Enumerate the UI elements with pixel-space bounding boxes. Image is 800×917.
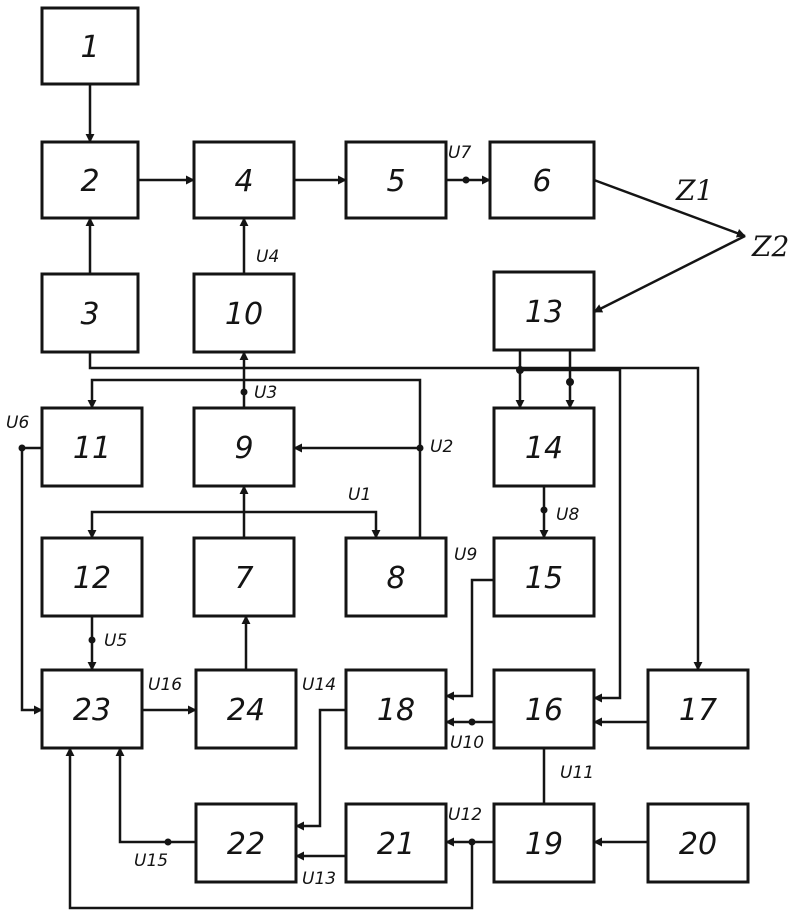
block-15-label: 15: [525, 561, 563, 596]
block-13: 13: [494, 272, 594, 350]
block-20-label: 20: [679, 827, 717, 862]
block-6: 6: [490, 142, 594, 218]
signal-u15: U15: [134, 851, 168, 871]
block-1-label: 1: [80, 30, 99, 65]
block-21-label: 21: [377, 827, 415, 862]
signal-u10: U10: [450, 733, 484, 753]
block-18: 18: [346, 670, 446, 748]
signal-u2: U2: [430, 437, 453, 457]
block-5-label: 5: [386, 164, 405, 199]
junction-u3: [241, 389, 248, 396]
wire-22-to-23: [120, 748, 196, 842]
signal-u14: U14: [302, 675, 336, 695]
block-24: 24: [196, 670, 296, 748]
wire-13-to-16: [520, 370, 620, 698]
signal-u1: U1: [348, 485, 371, 505]
block-13-label: 13: [525, 295, 563, 330]
block-7-label: 7: [234, 561, 253, 596]
signal-u6: U6: [6, 413, 29, 433]
junction-13a: [516, 366, 524, 374]
block-2: 2: [42, 142, 138, 218]
block-20: 20: [648, 804, 748, 882]
junction-u5: [89, 637, 96, 644]
target-z2: Z2: [751, 230, 789, 263]
junction-u2: [417, 445, 424, 452]
block-4: 4: [194, 142, 294, 218]
block-16: 16: [494, 670, 594, 748]
signal-u12: U12: [448, 805, 482, 825]
junction-u6: [19, 445, 26, 452]
block-5: 5: [346, 142, 446, 218]
block-10-label: 10: [225, 297, 263, 332]
junction-u8: [541, 507, 548, 514]
block-7: 7: [194, 538, 294, 616]
block-3-label: 3: [80, 297, 99, 332]
block-17: 17: [648, 670, 748, 748]
block-15: 15: [494, 538, 594, 616]
wire-11-to-23: [22, 448, 42, 710]
block-14-label: 14: [525, 431, 563, 466]
signal-u9: U9: [454, 545, 477, 565]
wire-6-z2: [594, 180, 745, 236]
signal-u3: U3: [254, 383, 277, 403]
block-6-label: 6: [532, 164, 551, 199]
signal-u11: U11: [560, 763, 594, 783]
block-11-label: 11: [73, 431, 111, 466]
block-19: 19: [494, 804, 594, 882]
signal-u7: U7: [448, 143, 471, 163]
signal-u16: U16: [148, 675, 182, 695]
block-4-label: 4: [234, 164, 253, 199]
wire-15-to-18: [446, 580, 494, 696]
block-17-label: 17: [679, 693, 717, 728]
block-14: 14: [494, 408, 594, 486]
block-16-label: 16: [525, 693, 563, 728]
block-24-label: 24: [227, 693, 265, 728]
block-2-label: 2: [80, 164, 99, 199]
block-1: 1: [42, 8, 138, 84]
block-12: 12: [42, 538, 142, 616]
target-labels: Z1 Z2: [675, 174, 789, 263]
signal-u4: U4: [256, 247, 279, 267]
block-9: 9: [194, 408, 294, 486]
junction-u15: [165, 839, 172, 846]
block-23-label: 23: [73, 693, 111, 728]
junction-u10: [469, 719, 476, 726]
block-9-label: 9: [234, 431, 253, 466]
block-22: 22: [196, 804, 296, 882]
block-3: 3: [42, 274, 138, 352]
block-12-label: 12: [73, 561, 111, 596]
signal-u5: U5: [104, 631, 127, 651]
target-z1: Z1: [675, 174, 713, 207]
signal-u13: U13: [302, 869, 336, 889]
junction-u7: [463, 177, 470, 184]
signal-labels: U7 U4 U3 U2 U1 U6 U8 U9 U5 U16 U14 U10 U…: [6, 143, 594, 889]
junction-u12: [469, 839, 476, 846]
block-21: 21: [346, 804, 446, 882]
wire-z2-13: [594, 236, 745, 312]
block-11: 11: [42, 408, 142, 486]
block-8: 8: [346, 538, 446, 616]
block-10: 10: [194, 274, 294, 352]
block-23: 23: [42, 670, 142, 748]
junction-13b: [566, 378, 574, 386]
block-18-label: 18: [377, 693, 415, 728]
block-22-label: 22: [227, 827, 265, 862]
block-19-label: 19: [525, 827, 563, 862]
wire-u1-to-12: [92, 512, 244, 538]
block-8-label: 8: [386, 561, 405, 596]
wire-18-to-22: [296, 710, 346, 826]
signal-u8: U8: [556, 505, 579, 525]
connections: [22, 84, 745, 908]
wire-u1-to-8: [244, 512, 376, 538]
